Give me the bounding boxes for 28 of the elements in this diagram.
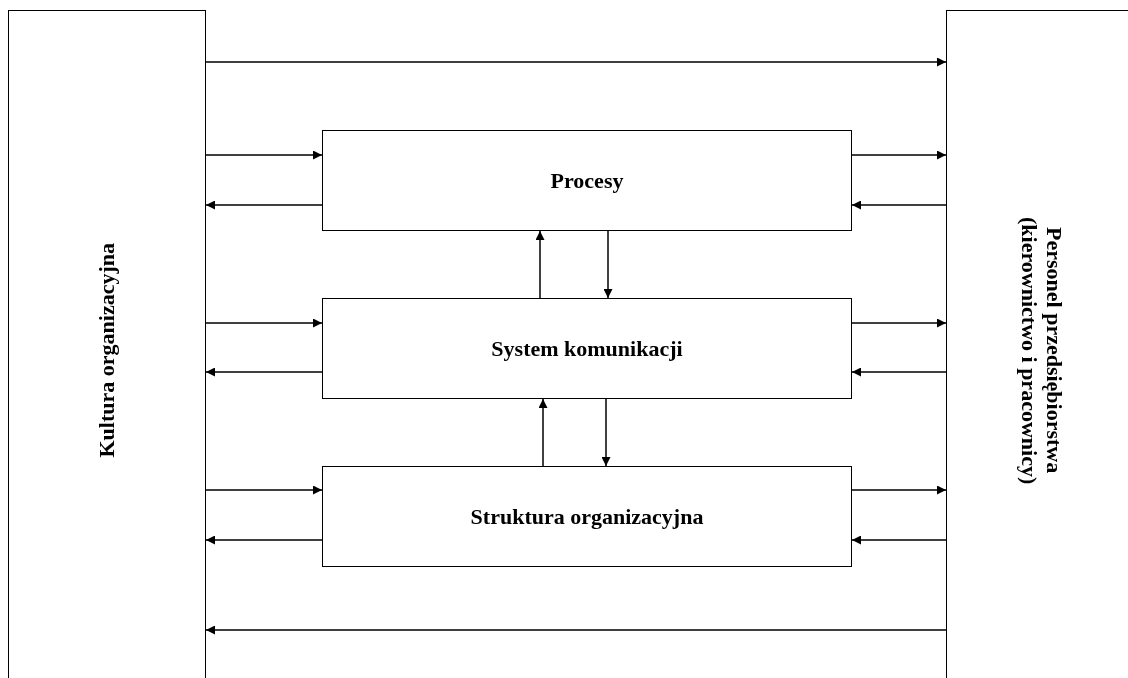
process-box: [322, 130, 852, 231]
arrow: [603, 230, 613, 299]
arrow: [205, 485, 323, 495]
process-box: [322, 298, 852, 399]
arrow: [535, 230, 545, 299]
arrow: [601, 398, 611, 467]
node-label: Struktura organizacyjna: [470, 503, 704, 530]
arrow: [851, 367, 947, 377]
arrow: [205, 535, 323, 545]
arrow: [851, 535, 947, 545]
arrow: [205, 625, 947, 635]
arrow: [205, 367, 323, 377]
node-label: Procesy: [550, 167, 624, 194]
arrow: [205, 57, 947, 67]
arrow: [851, 318, 947, 328]
side-panel: [946, 10, 1128, 678]
node-label: Personel przedsiębiorstwa (kierownictwo i pracownicy): [1016, 215, 1067, 487]
node-label: Kultura organizacyjna: [94, 243, 120, 458]
arrow: [851, 485, 947, 495]
arrow: [538, 398, 548, 467]
node-label: System komunikacji: [491, 335, 683, 362]
side-panel: [8, 10, 206, 678]
process-box: [322, 466, 852, 567]
arrow: [851, 200, 947, 210]
arrow: [205, 200, 323, 210]
arrow: [851, 150, 947, 160]
arrow: [205, 150, 323, 160]
arrow: [205, 318, 323, 328]
